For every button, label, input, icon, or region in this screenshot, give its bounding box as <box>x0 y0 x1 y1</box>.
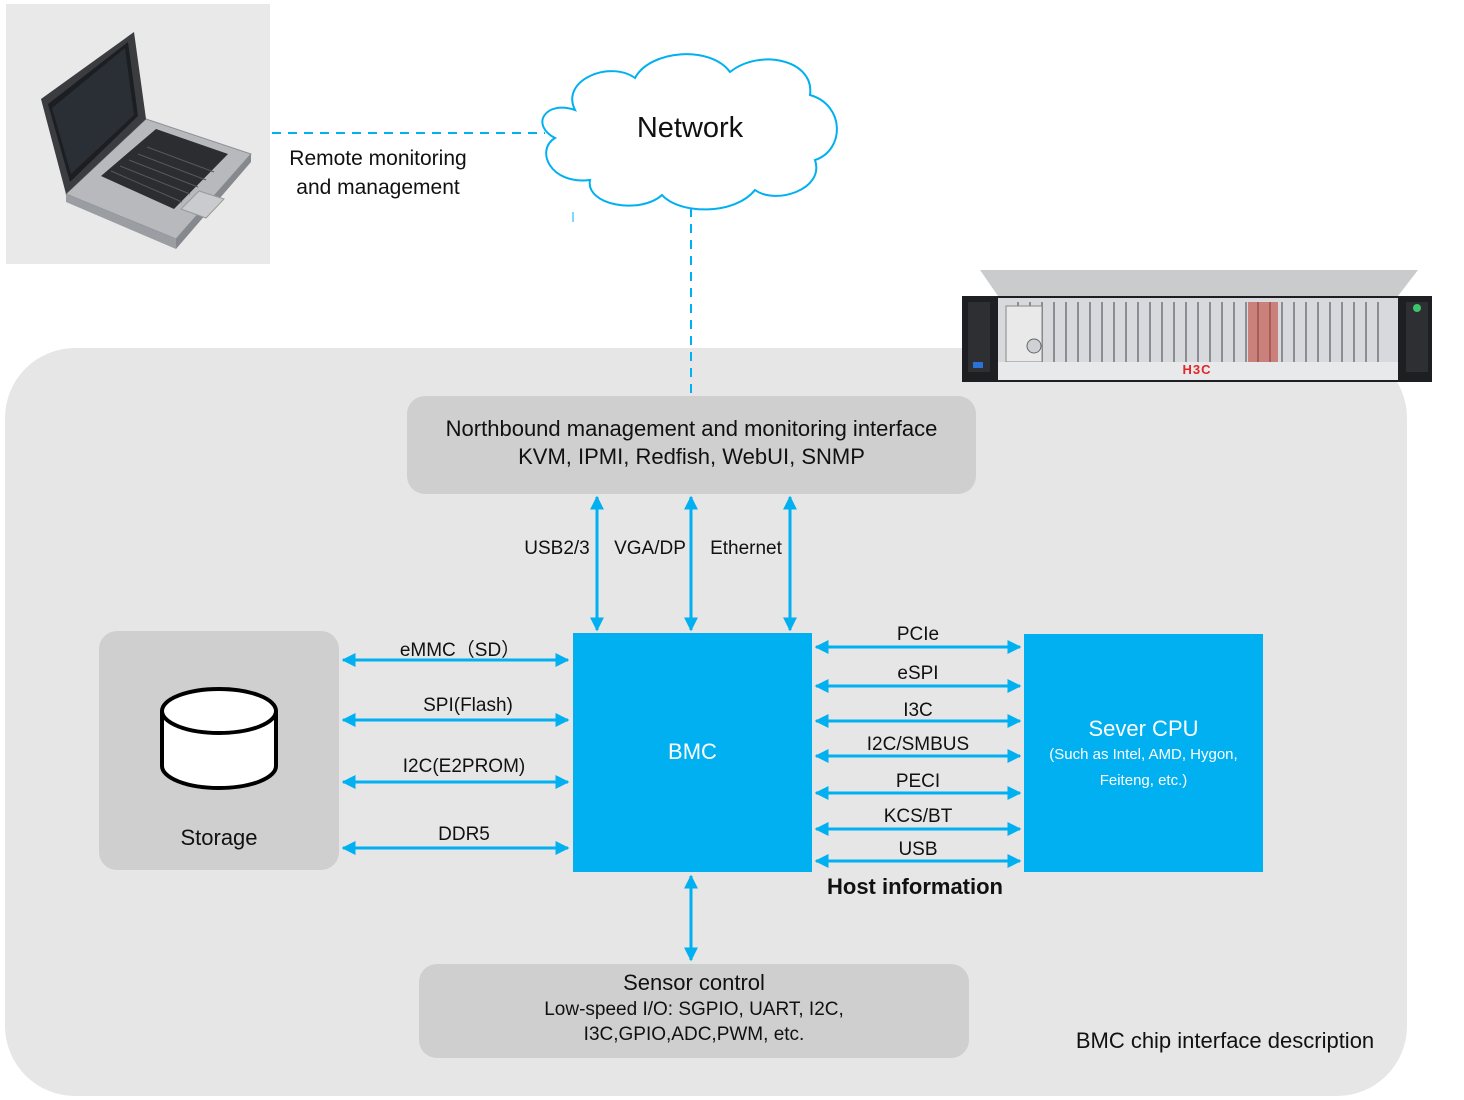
link-label-i2c-eeprom: I2C(E2PROM) <box>402 756 526 777</box>
network-cloud <box>541 53 838 211</box>
cpu-label: Sever CPU <box>1088 716 1199 741</box>
link-label-pcie: PCIe <box>896 624 940 645</box>
database-icon <box>160 687 278 790</box>
server-image: H3C <box>958 266 1436 386</box>
host-information-label: Host information <box>827 874 1003 899</box>
link-label-i3c: I3C <box>903 700 933 721</box>
server-brand-logo: H3C <box>1182 362 1212 377</box>
laptop-image <box>6 4 270 264</box>
network-label: Network <box>636 112 744 144</box>
remote-monitoring-label: Remote monitoring and management <box>289 147 467 199</box>
server-cpu-box: Sever CPU (Such as Intel, AMD, Hygon, Fe… <box>1024 634 1263 872</box>
link-label-espi: eSPI <box>897 663 939 684</box>
storage-label: Storage <box>180 825 258 850</box>
northbound-protocols: KVM, IPMI, Redfish, WebUI, SNMP <box>518 444 865 469</box>
link-label-spi: SPI(Flash) <box>423 695 513 716</box>
sensor-title: Sensor control <box>623 970 765 995</box>
northbound-title: Northbound management and monitoring int… <box>445 416 938 441</box>
link-label-emmc: eMMC（SD） <box>399 640 521 661</box>
link-label-usb-host: USB <box>898 839 938 860</box>
bmc-label: BMC <box>668 739 717 764</box>
link-label-peci: PECI <box>895 771 941 792</box>
sensor-line1: Low-speed I/O: SGPIO, UART, I2C, <box>544 999 844 1020</box>
link-label-i2c-smbus: I2C/SMBUS <box>866 734 970 755</box>
link-label-ethernet: Ethernet <box>710 538 782 559</box>
sensor-control-box: Sensor control Low-speed I/O: SGPIO, UAR… <box>419 964 969 1058</box>
northbound-interface-box: Northbound management and monitoring int… <box>407 396 976 494</box>
sensor-line2: I3C,GPIO,ADC,PWM, etc. <box>583 1024 805 1045</box>
diagram-caption: BMC chip interface description <box>1075 1028 1375 1053</box>
link-label-vga: VGA/DP <box>614 538 686 559</box>
link-label-usb: USB2/3 <box>524 538 590 559</box>
link-label-ddr5: DDR5 <box>438 824 490 845</box>
cpu-examples: (Such as Intel, AMD, Hygon, Feiteng, etc… <box>1049 746 1238 789</box>
link-label-kcs-bt: KCS/BT <box>883 806 953 827</box>
bmc-box: BMC <box>573 633 812 872</box>
storage-box: Storage <box>99 631 339 870</box>
